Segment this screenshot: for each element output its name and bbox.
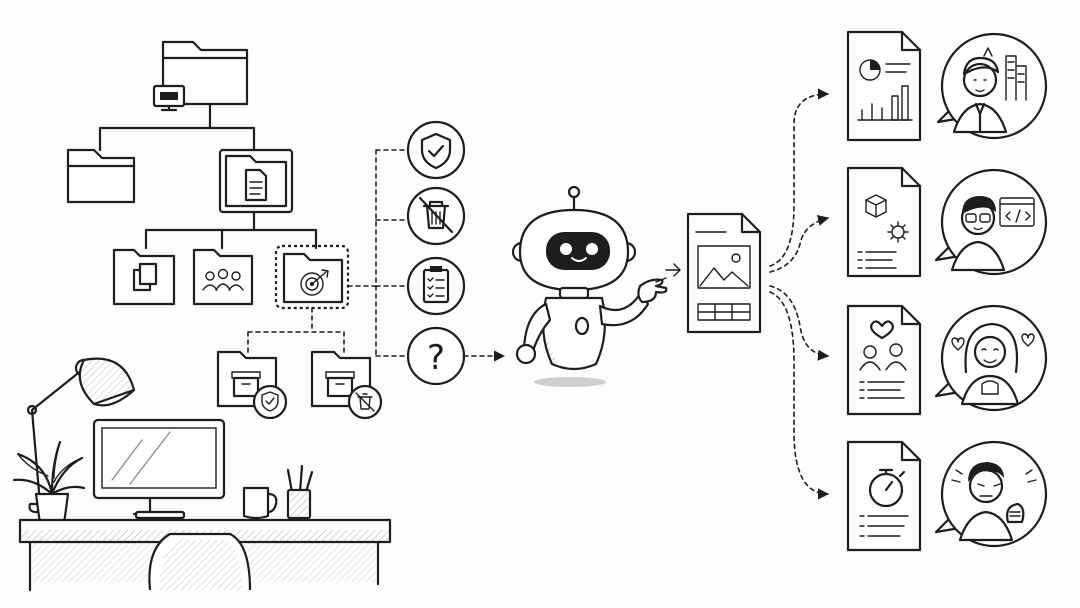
people-document-icon bbox=[846, 304, 922, 416]
target-folder-icon bbox=[274, 244, 350, 310]
archive-folder-icon bbox=[216, 350, 288, 420]
copy-folder-icon bbox=[112, 248, 176, 306]
plant-icon bbox=[12, 440, 86, 526]
question-icon: ? bbox=[406, 326, 466, 386]
trash-delete-icon bbox=[406, 186, 466, 246]
chair-icon bbox=[148, 532, 252, 591]
report-document-icon bbox=[686, 212, 762, 334]
executive-avatar-icon bbox=[936, 32, 1048, 140]
decision-branches: ? bbox=[347, 120, 506, 386]
checklist-icon bbox=[406, 256, 466, 316]
folder-tree bbox=[66, 40, 383, 420]
chart-document-icon bbox=[846, 30, 922, 142]
pencil-cup-icon bbox=[286, 464, 314, 520]
mug-icon bbox=[242, 486, 278, 520]
desk-scene bbox=[12, 357, 392, 592]
team-folder-icon bbox=[192, 248, 254, 306]
monitor-icon bbox=[92, 418, 226, 520]
output-arrows bbox=[769, 88, 830, 500]
tech-document-icon bbox=[846, 166, 922, 278]
archive-folder-icon bbox=[310, 350, 383, 420]
determined-avatar-icon bbox=[934, 440, 1048, 548]
folder-icon bbox=[66, 148, 136, 204]
shield-check-icon bbox=[406, 120, 466, 180]
document-folder-icon bbox=[218, 148, 294, 214]
developer-avatar-icon bbox=[934, 168, 1048, 276]
computer-icon bbox=[152, 84, 186, 112]
robot-icon bbox=[511, 185, 668, 387]
question-mark: ? bbox=[427, 338, 445, 378]
timer-document-icon bbox=[846, 440, 922, 552]
desk-lamp-icon bbox=[26, 357, 136, 514]
friendly-avatar-icon bbox=[934, 304, 1048, 412]
